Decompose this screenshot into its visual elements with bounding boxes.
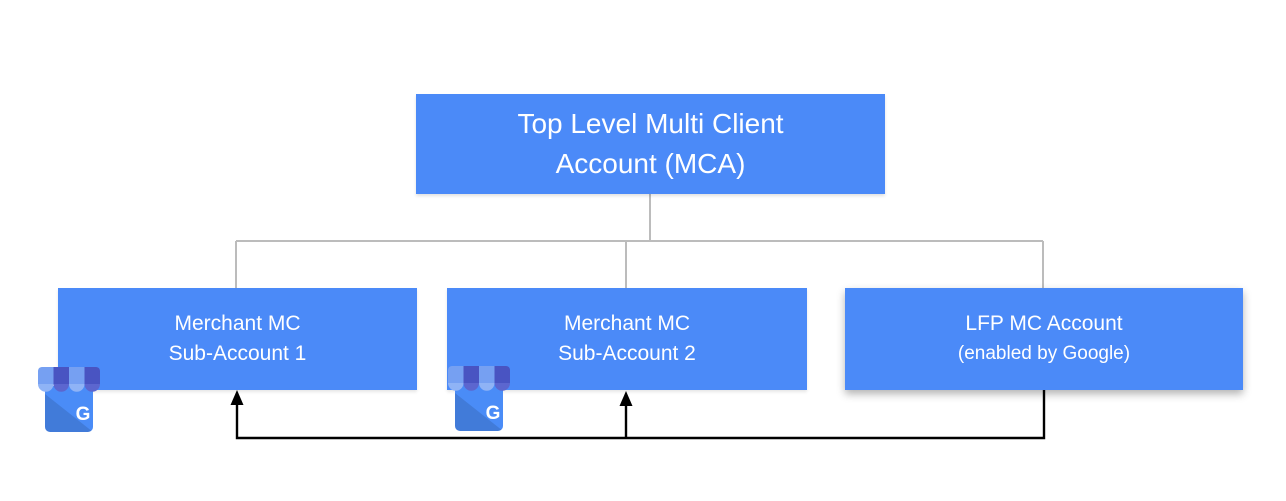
gmb-awning (448, 366, 510, 391)
arrowhead-to-sub2 (619, 391, 633, 406)
node-mca-label-line2: Account (MCA) (555, 148, 746, 179)
node-sub1-label-line2: Sub-Account 1 (168, 342, 307, 365)
arrowhead-to-sub1 (230, 390, 244, 405)
node-sub1-label-line1: Merchant MC (174, 312, 301, 335)
feed-flow-line (235, 390, 1046, 440)
node-lfp-label-line1: LFP MC Account (965, 312, 1123, 335)
gmb-fold-shadow (45, 394, 93, 432)
tree-connector-line (235, 194, 1044, 288)
node-sub2-label-line2: Sub-Account 2 (558, 342, 696, 365)
gmb-g-letter: G (76, 404, 91, 425)
gmb-awning (38, 367, 100, 392)
node-mca: Top Level Multi Client Account (MCA) (416, 94, 885, 194)
google-my-business-icon: G (38, 367, 100, 432)
node-mca-label-line1: Top Level Multi Client (517, 108, 784, 139)
gmb-storefront-body (45, 386, 93, 432)
gmb-fold-shadow (455, 393, 503, 431)
node-lfp-mc-account: LFP MC Account (enabled by Google) (845, 288, 1243, 390)
gmb-g-letter: G (486, 403, 501, 424)
node-lfp-label-line2: (enabled by Google) (957, 343, 1131, 364)
node-sub2-label-line1: Merchant MC (563, 312, 691, 335)
gmb-storefront-body (455, 385, 503, 431)
google-my-business-icon: G (448, 366, 510, 431)
node-merchant-sub-account-1: Merchant MC Sub-Account 1 (58, 288, 417, 390)
